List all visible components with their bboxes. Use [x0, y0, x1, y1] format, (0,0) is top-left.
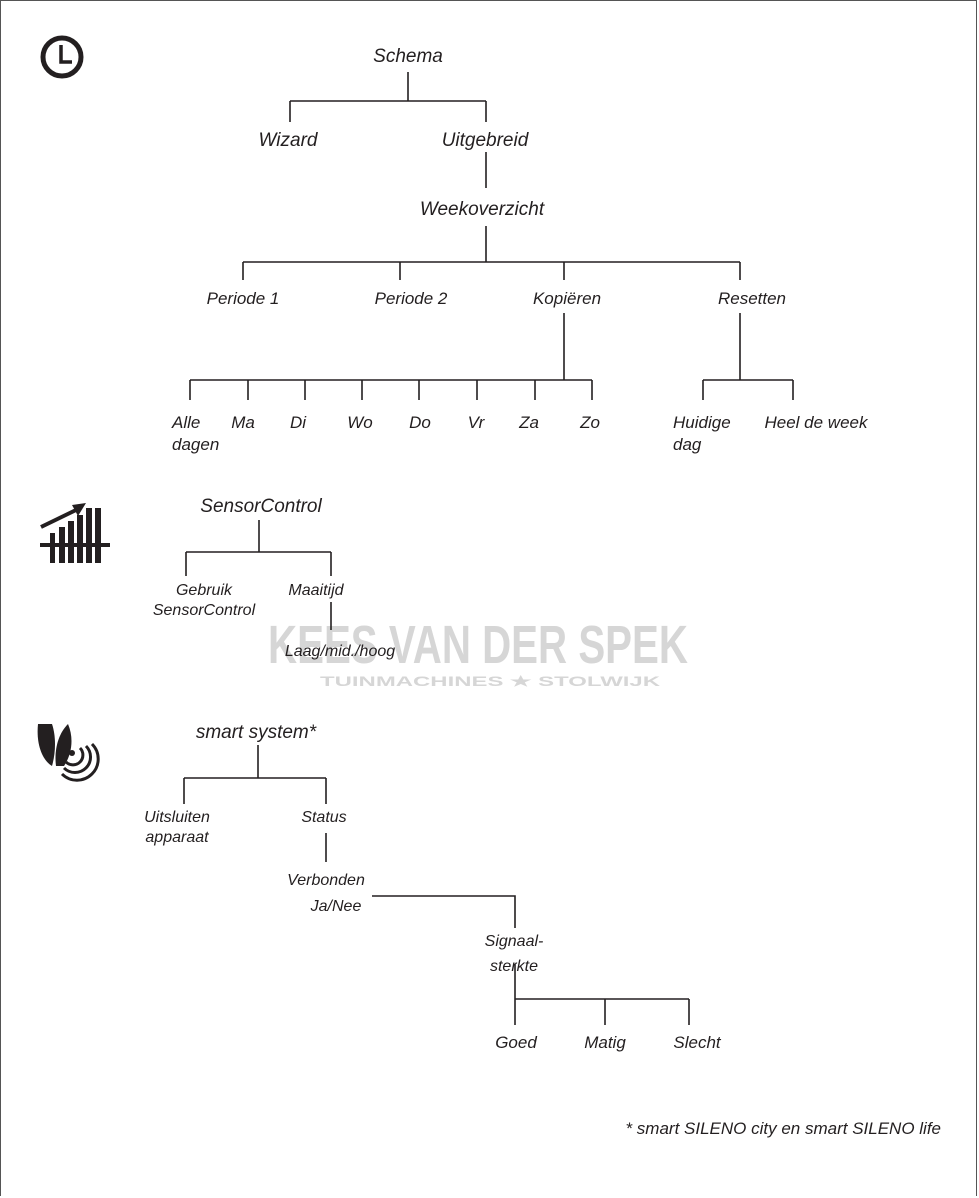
heel-de-week-label: Heel de week [764, 413, 869, 432]
day-label-wo: Wo [347, 413, 373, 432]
gebruik-label-line1: Gebruik [176, 582, 233, 599]
alle-dagen-label-line2: dagen [172, 435, 219, 454]
gebruik-label-line2: SensorControl [153, 602, 256, 619]
status-label: Status [301, 809, 346, 826]
signaalsterkte-label-line1: Signaal- [485, 933, 544, 950]
clock-icon [40, 35, 84, 79]
connector-lines [183, 72, 794, 1025]
sensor-control-icon [40, 503, 110, 563]
weekoverzicht-label: Weekoverzicht [420, 199, 545, 220]
verbonden-label-line1: Verbonden [287, 872, 365, 889]
maaitijd-label: Maaitijd [288, 582, 344, 599]
watermark: KEES VAN DER SPEK TUINMACHINES ★ STOLWIJ… [268, 615, 688, 689]
smart-system-icon [37, 724, 100, 782]
watermark-sub: TUINMACHINES ★ STOLWIJK [320, 673, 660, 689]
periode2-label: Periode 2 [375, 289, 448, 308]
uitgebreid-label: Uitgebreid [442, 130, 530, 151]
watermark-main: KEES VAN DER SPEK [268, 615, 688, 675]
day-label-za: Za [518, 413, 539, 432]
periode1-label: Periode 1 [207, 289, 280, 308]
matig-label: Matig [584, 1033, 626, 1052]
laag-mid-hoog-label: Laag/mid./hoog [285, 643, 395, 660]
footnote: * smart SILENO city en smart SILENO life [625, 1119, 941, 1138]
huidige-dag-label-line1: Huidige [673, 413, 731, 432]
kopieren-label: Kopiëren [533, 289, 601, 308]
goed-label: Goed [495, 1033, 537, 1052]
schema-tree: Schema Wizard Uitgebreid Weekoverzicht P… [171, 46, 869, 454]
schema-label: Schema [373, 46, 443, 67]
smart-system-label: smart system* [196, 722, 317, 743]
alle-dagen-label-line1: Alle [171, 413, 200, 432]
day-label-di: Di [290, 413, 307, 432]
signaalsterkte-label-line2: sterkte [490, 958, 538, 975]
sensor-control-label: SensorControl [200, 496, 322, 517]
day-label-vr: Vr [468, 413, 486, 432]
uitsluiten-label-line2: apparaat [145, 829, 209, 846]
uitsluiten-label-line1: Uitsluiten [144, 809, 210, 826]
verbonden-label-line2: Ja/Nee [310, 898, 362, 915]
wizard-label: Wizard [259, 130, 319, 151]
resetten-label: Resetten [718, 289, 786, 308]
day-label-do: Do [409, 413, 431, 432]
day-label-zo: Zo [579, 413, 600, 432]
smart-system-tree: smart system* Uitsluiten apparaat Status… [144, 722, 722, 1052]
huidige-dag-label-line2: dag [673, 435, 702, 454]
slecht-label: Slecht [673, 1033, 722, 1052]
sensor-control-tree: SensorControl Gebruik SensorControl Maai… [153, 496, 395, 660]
day-label-ma: Ma [231, 413, 255, 432]
